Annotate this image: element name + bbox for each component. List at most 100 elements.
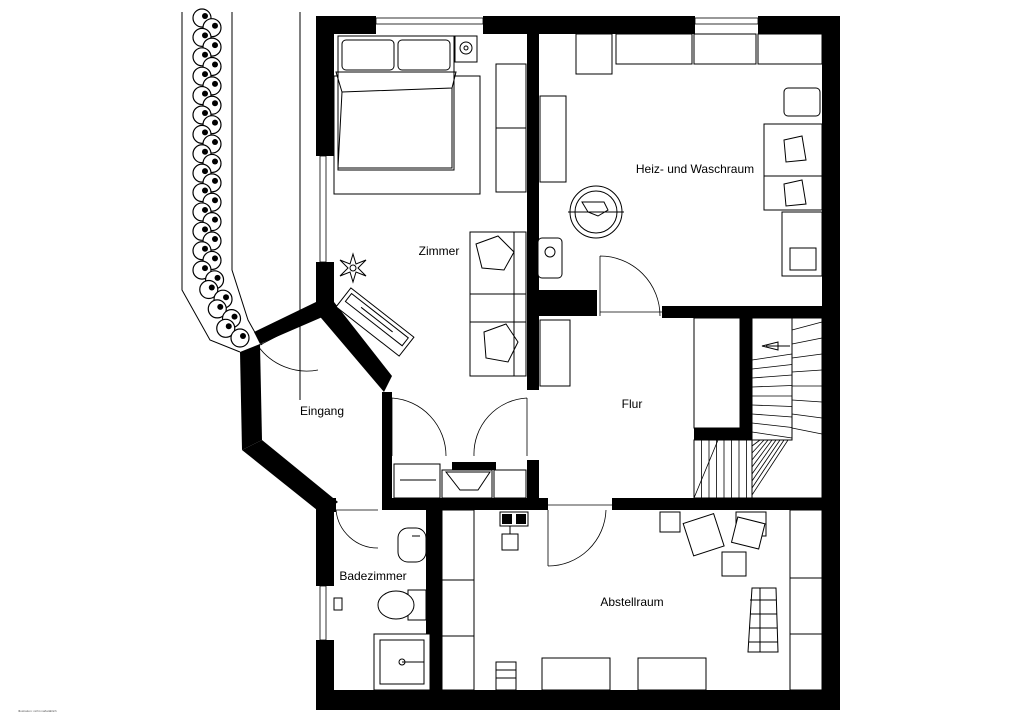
- wall-zimmer-heiz: [527, 16, 539, 390]
- heat-pump: [537, 237, 563, 279]
- hedge-leaf-center: [212, 22, 218, 29]
- stair-break-line: [693, 439, 719, 499]
- hedge-leaf: [230, 328, 250, 348]
- wall-top-right: [758, 16, 840, 34]
- wall-stair-bottom: [694, 428, 752, 440]
- hedge-leaf-center: [212, 100, 218, 107]
- stair-tread: [751, 439, 781, 482]
- chairs: [659, 511, 767, 577]
- hedge-leaf-center: [202, 129, 208, 136]
- stair-tread: [791, 413, 823, 419]
- cushion-icon: [475, 235, 519, 363]
- wall-entrance-lower: [242, 440, 338, 514]
- drying-rack: [499, 511, 529, 527]
- hedge-leaf-center: [212, 80, 218, 87]
- box-2: [637, 657, 707, 691]
- stair-tread: [791, 427, 823, 435]
- cabinet-top-2: [615, 33, 693, 65]
- stair-tread: [751, 439, 773, 468]
- window-zimmer-top: [375, 17, 484, 25]
- wall-right: [822, 16, 840, 710]
- vacuum-icon: [501, 526, 519, 551]
- door-bath: [335, 509, 379, 549]
- shelf-left: [539, 95, 567, 183]
- footnote: Illustration: nicht maßstäblich: [18, 709, 57, 713]
- window-bath-left: [319, 585, 327, 641]
- wall-flur-left: [527, 460, 539, 510]
- stair-tread: [751, 439, 765, 454]
- hedge-leaf-center: [212, 61, 218, 68]
- bathroom-fixtures: [333, 527, 431, 691]
- hedge-leaf-center: [202, 148, 208, 155]
- corridor-furniture: [393, 462, 527, 499]
- towel-rail-icon: [333, 597, 343, 611]
- hedge-leaf-center: [212, 42, 218, 49]
- stair-tread: [751, 404, 793, 407]
- wall-flur-bottom: [612, 498, 840, 510]
- flur-shelf: [693, 317, 741, 429]
- label-badezimmer: Badezimmer: [339, 569, 406, 583]
- flur-furniture: [539, 317, 741, 429]
- pillow-left: [341, 39, 395, 71]
- label-eingang: Eingang: [300, 404, 344, 418]
- shoe-cabinet-2: [441, 469, 493, 499]
- hedge-leaf-center: [202, 71, 208, 78]
- room-labels: Zimmer Heiz- und Waschraum Flur Eingang …: [18, 162, 754, 713]
- shower: [373, 633, 431, 691]
- wall-bath-top: [316, 498, 336, 512]
- door-flur-zimmer: [473, 397, 528, 457]
- hedge-leaf-center: [240, 333, 246, 339]
- hedge-leaf-center: [212, 177, 218, 184]
- shelf-right-upper: [789, 509, 823, 579]
- hedge-leaf-center: [223, 294, 230, 301]
- hedge-leaf-center: [202, 187, 208, 194]
- hedge-leaf-center: [212, 255, 218, 262]
- heizraum-furniture: [537, 33, 823, 279]
- stair-tread: [751, 364, 793, 370]
- shelf-left-lower: [441, 579, 475, 691]
- windows: [319, 17, 759, 641]
- label-flur: Flur: [622, 397, 643, 411]
- stair-tread: [751, 439, 789, 496]
- hedge-leaf-center: [212, 158, 218, 165]
- hedge-leaf-center: [231, 313, 238, 320]
- shoe-cabinet-3: [493, 469, 527, 499]
- washing-machine: [763, 123, 823, 177]
- stair-tread: [791, 337, 823, 345]
- zimmer-furniture: [333, 35, 527, 377]
- hedge-leaf-center: [202, 51, 208, 58]
- hedge-leaf-center: [212, 197, 218, 204]
- laundry-basket: [495, 661, 517, 691]
- staircase: [751, 317, 823, 499]
- window-heiz-top: [694, 17, 759, 25]
- hedge-leaf-center: [212, 236, 218, 243]
- wall-bath-left-lower: [316, 640, 334, 710]
- wall-bottom: [316, 690, 840, 710]
- hedge-leaf-center: [217, 303, 224, 310]
- stair-tread: [791, 399, 823, 403]
- wall-corridor-bottom: [382, 498, 548, 510]
- box-1: [541, 657, 611, 691]
- door-heizraum: [599, 255, 661, 317]
- lower-stair-flight: [693, 439, 753, 499]
- cabinet-top-4: [757, 33, 823, 65]
- hedge-leaf-center: [212, 119, 218, 126]
- plant-icon: [339, 252, 367, 284]
- hedge-leaf-center: [202, 168, 208, 175]
- wall-entrance-right: [382, 392, 392, 508]
- abstellraum-furniture: [441, 509, 823, 691]
- shoe-cabinet-1: [393, 463, 441, 499]
- wall-zimmer-left-upper: [316, 16, 334, 156]
- stair-tread: [751, 385, 793, 388]
- hedge-leaf-center: [202, 13, 208, 19]
- wall-bath-left-upper: [316, 502, 334, 586]
- wall-entrance-upper-left: [254, 302, 334, 344]
- stair-tread: [751, 439, 785, 489]
- wall-entrance-angle-right: [316, 302, 392, 392]
- stair-tread: [751, 413, 793, 418]
- hedge-leaf-center: [212, 139, 218, 146]
- stair-tread: [791, 369, 823, 373]
- wall-stair-inner: [740, 316, 752, 440]
- pillow-right: [397, 39, 451, 71]
